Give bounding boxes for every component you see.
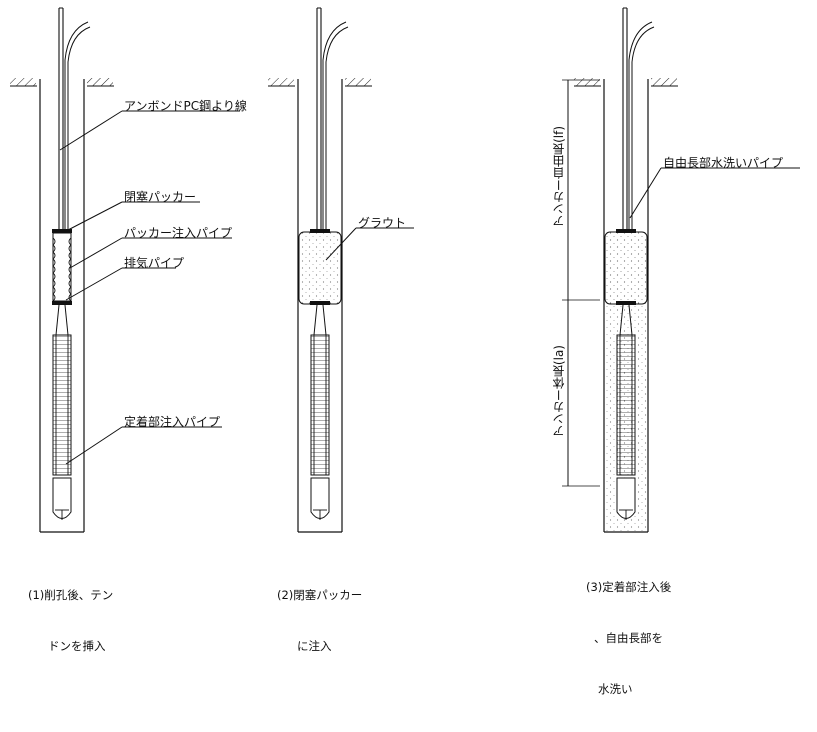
label-free-length: アンカー自由長(lf) [552,126,566,276]
step-2-packer-cap-top [310,229,330,233]
caption-step-1-line-1: (1)削孔後、テン [28,588,114,602]
step-1-packer-wave [52,272,72,281]
step-3-hose-1 [628,21,653,232]
leader-packer [67,201,123,231]
leader-wash-pipe [629,167,662,219]
step-1-transition-2 [64,304,69,336]
leader-strand [59,110,123,151]
caption-step-3-line-2: 、自由長部を [594,631,663,645]
caption-step-3-line-3: 水洗い [598,682,633,696]
label-packer-injection-pipe: パッカー注入パイプ [124,226,233,240]
label-anchor-injection-pipe: 定着部注入パイプ [124,415,221,429]
step-3-packer-filled [604,231,648,305]
step-1-packer-wave [52,265,72,274]
leader-anchor-pipe [65,426,123,465]
label-unbonded-strand: アンボンドPC鋼より線 [124,99,247,113]
step-3-ground-left-hatch [574,78,600,86]
step-1-ground-left-hatch [10,78,36,86]
caption-step-2-line-1: (2)閉塞パッカー [277,588,363,602]
step-3-transition-1 [619,304,624,336]
step-1-anchor-tip [52,477,72,519]
step-3-anchor-tip [616,477,636,519]
step-1-packer-wave [52,279,72,288]
step-3-hose-2 [631,26,655,232]
step-1-packer-cap-top [52,229,72,233]
step-2-ground-left-hatch [268,78,294,86]
caption-step-2: (2)閉塞パッカー に注入 [277,553,362,689]
step-1-packer-wave [52,244,72,253]
leader-packer-pipe [69,237,123,269]
step-2-packer-filled [298,231,342,305]
step-3-anchor-body [616,334,636,476]
step-1-packer-wave [52,251,72,260]
step-1-hose-2 [67,26,91,232]
label-bond-length-text: アンカー体長(la) [552,345,566,438]
step-2-hose-2 [325,26,349,232]
step-2-transition-1 [313,304,318,336]
step-1-ground-right-hatch [87,78,113,86]
label-free-length-wash-pipe: 自由長部水洗いパイプ [663,156,784,170]
step-1-packer-cap-bottom [52,301,72,305]
step-1-packer-wave [52,237,72,246]
step-2-transition-2 [322,304,327,336]
label-bond-length: アンカー体長(la) [552,345,566,465]
step-2-anchor-tip [310,477,330,519]
label-packer: 閉塞パッカー [124,190,197,204]
step-2-packer-cap-bottom [310,301,330,305]
step-3-packer-cap-top [616,229,636,233]
step-1-transition-1 [55,304,60,336]
diagram-canvas [10,7,800,533]
step-1-hose-1 [64,21,89,232]
caption-step-1: (1)削孔後、テン ドンを挿入 [28,553,113,689]
step-3-packer-cap-bottom [616,301,636,305]
step-2-ground-right-hatch [345,78,371,86]
step-1-packer-wave [52,286,72,295]
caption-step-3-line-1: (3)定着部注入後 [586,580,672,594]
step-3-ground-right-hatch [651,78,677,86]
leader-exhaust [65,267,123,301]
caption-step-2-line-2: に注入 [297,639,332,653]
anchor-construction-diagram: アンボンドPC鋼より線 閉塞パッカー パッカー注入パイプ 排気パイプ 定着部注入… [10,7,800,696]
caption-step-3: (3)定着部注入後 、自由長部を 水洗い [586,545,671,732]
label-free-length-text: アンカー自由長(lf) [552,126,566,227]
leader-grout [325,227,357,261]
step-2-anchor-body [310,334,330,476]
step-2-hose-1 [322,21,347,232]
label-exhaust-pipe: 排気パイプ [124,256,185,270]
step-1-anchor-body [52,334,72,476]
step-3-transition-2 [628,304,633,336]
label-grout: グラウト [358,216,407,230]
step-1-packer-wave [52,293,72,302]
step-1-packer-wave [52,258,72,267]
caption-step-1-line-2: ドンを挿入 [48,639,106,653]
step-1-packer-bag [52,232,72,302]
